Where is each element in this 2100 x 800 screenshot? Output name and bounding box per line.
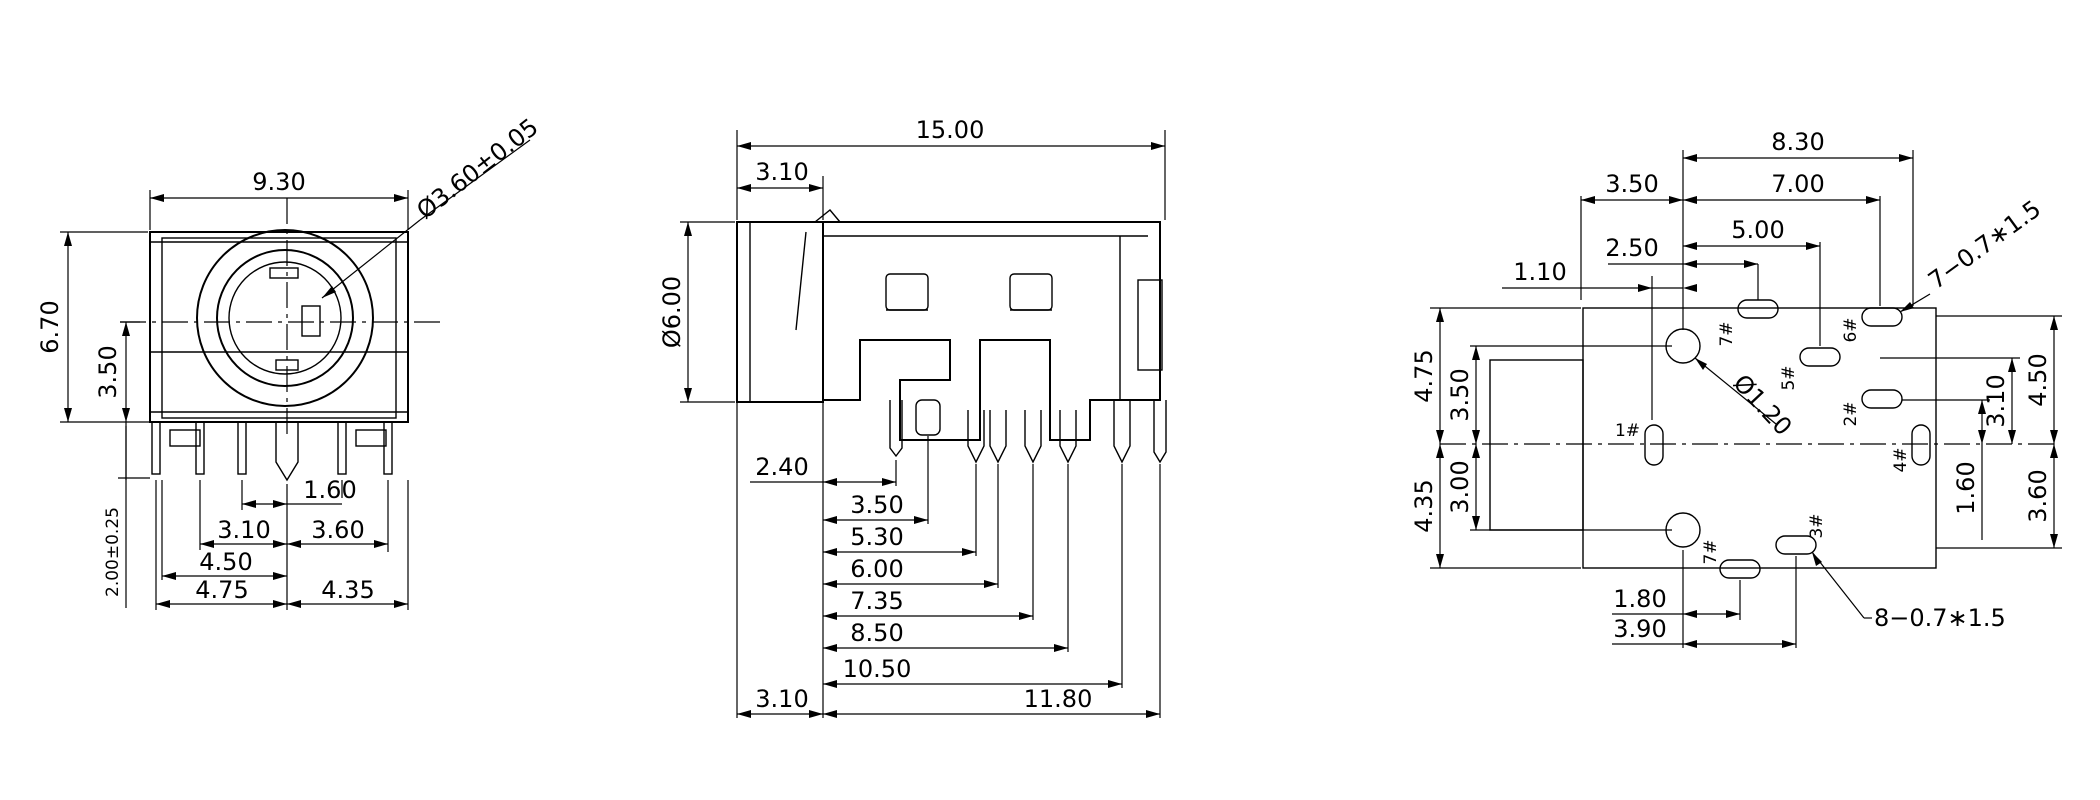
dim-front-pin-360: 3.60 xyxy=(311,516,364,544)
dim-side-pin-240: 2.40 xyxy=(755,453,808,481)
dim-fp-475: 4.75 xyxy=(1410,349,1438,402)
dim-fp-435: 4.35 xyxy=(1410,479,1438,532)
dim-side-pin-600: 6.00 xyxy=(850,555,903,583)
dim-front-pin-450: 4.50 xyxy=(199,548,252,576)
dim-fp-450: 4.50 xyxy=(2024,353,2052,406)
footprint-view: 1# 2# 3# 4# 5# 6# 7# 7# 8.30 3.50 7.00 5… xyxy=(1410,128,2062,648)
note-slots-7: 7−0.7∗1.5 xyxy=(1923,195,2046,295)
dim-fp-350: 3.50 xyxy=(1605,170,1658,198)
pin-label-1: 1# xyxy=(1615,421,1640,441)
dim-side-length: 15.00 xyxy=(916,116,985,144)
dim-side-pin-850: 8.50 xyxy=(850,619,903,647)
dim-side-diameter: Ø6.00 xyxy=(658,276,686,348)
dim-fp-250: 2.50 xyxy=(1605,234,1658,262)
dim-front-pin-435: 4.35 xyxy=(321,576,374,604)
dim-fp-180: 1.80 xyxy=(1613,585,1666,613)
dim-front-pin-length: 2.00±0.25 xyxy=(103,507,123,597)
dim-fp-830: 8.30 xyxy=(1771,128,1824,156)
pin-label-6: 6# xyxy=(1841,317,1861,342)
pin-label-3: 3# xyxy=(1807,513,1827,538)
dim-side-pin-350: 3.50 xyxy=(850,491,903,519)
pin-label-7a: 7# xyxy=(1717,321,1737,346)
dim-side-pin-530: 5.30 xyxy=(850,523,903,551)
dim-fp-310: 3.10 xyxy=(1982,374,2010,427)
dim-front-pin-475: 4.75 xyxy=(195,576,248,604)
pin-label-2: 2# xyxy=(1841,401,1861,426)
dim-fp-160: 1.60 xyxy=(1952,461,1980,514)
pin-label-7b: 7# xyxy=(1701,539,1721,564)
dim-side-nose: 3.10 xyxy=(755,158,808,186)
dim-front-center-height: 3.50 xyxy=(94,345,122,398)
dim-front-pin-160: 1.60 xyxy=(303,476,356,504)
dim-fp-350-v: 3.50 xyxy=(1446,368,1474,421)
front-view: 9.30 Ø3.60±0.05 6.70 3.50 2.00±0.25 xyxy=(36,113,544,610)
dim-front-height: 6.70 xyxy=(36,300,64,353)
pin-label-5: 5# xyxy=(1779,365,1799,390)
dim-fp-500: 5.00 xyxy=(1731,216,1784,244)
dim-fp-110: 1.10 xyxy=(1513,258,1566,286)
dim-fp-360: 3.60 xyxy=(2024,469,2052,522)
side-view: 15.00 3.10 Ø6.00 2.40 3.50 5. xyxy=(658,116,1167,718)
dim-front-pin-310: 3.10 xyxy=(217,516,270,544)
dim-front-width: 9.30 xyxy=(252,168,305,196)
dim-fp-700: 7.00 xyxy=(1771,170,1824,198)
dim-fp-300-v: 3.00 xyxy=(1446,460,1474,513)
dim-front-hole-dia: Ø3.60±0.05 xyxy=(411,113,543,225)
dim-fp-390: 3.90 xyxy=(1613,615,1666,643)
dim-side-bottom-310: 3.10 xyxy=(755,685,808,713)
note-slots-8: 8−0.7∗1.5 xyxy=(1874,604,2006,632)
dim-side-pin-735: 7.35 xyxy=(850,587,903,615)
dim-side-bottom-1180: 11.80 xyxy=(1024,685,1093,713)
pin-label-4: 4# xyxy=(1891,447,1911,472)
dim-side-pin-1050: 10.50 xyxy=(843,655,912,683)
